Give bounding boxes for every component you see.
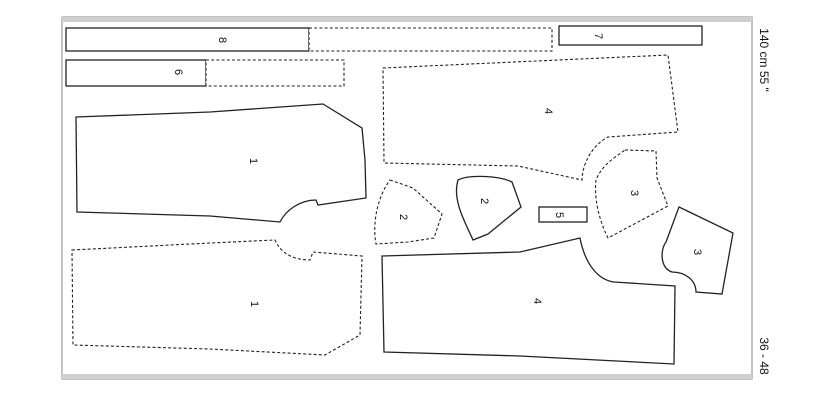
piece-4-bottom: 4 (381, 237, 676, 365)
piece-1-top: 1 (75, 103, 367, 223)
piece-4-top-label: 4 (542, 108, 554, 114)
piece-8: 8 (65, 27, 553, 52)
piece-7: 7 (558, 25, 703, 46)
piece-4-bottom-label: 4 (531, 298, 543, 304)
piece-1-top-label: 1 (247, 158, 259, 164)
piece-2-solid-label: 2 (478, 198, 490, 204)
fabric-width-label: 140 cm 55 " (757, 28, 771, 92)
size-range-label: 36 - 48 (757, 337, 771, 375)
piece-2-dashed-label: 2 (397, 214, 409, 220)
piece-2-dashed: 2 (374, 179, 443, 245)
piece-3-solid: 3 (661, 206, 734, 295)
selvage-top (62, 17, 752, 22)
piece-2-solid: 2 (455, 175, 522, 241)
piece-1-bottom: 1 (71, 239, 363, 356)
piece-3-solid-label: 3 (691, 249, 703, 255)
piece-8-label: 8 (216, 37, 228, 43)
piece-5-label: 5 (553, 212, 565, 218)
piece-4-top: 4 (382, 54, 679, 181)
piece-6: 6 (65, 59, 345, 87)
piece-1-bottom-label: 1 (248, 301, 260, 307)
piece-5: 5 (538, 206, 588, 223)
piece-6-label: 6 (172, 69, 184, 75)
piece-7-label: 7 (592, 33, 604, 39)
selvage-bottom (62, 374, 752, 379)
piece-3-dashed: 3 (594, 149, 669, 239)
piece-3-dashed-label: 3 (628, 190, 640, 196)
